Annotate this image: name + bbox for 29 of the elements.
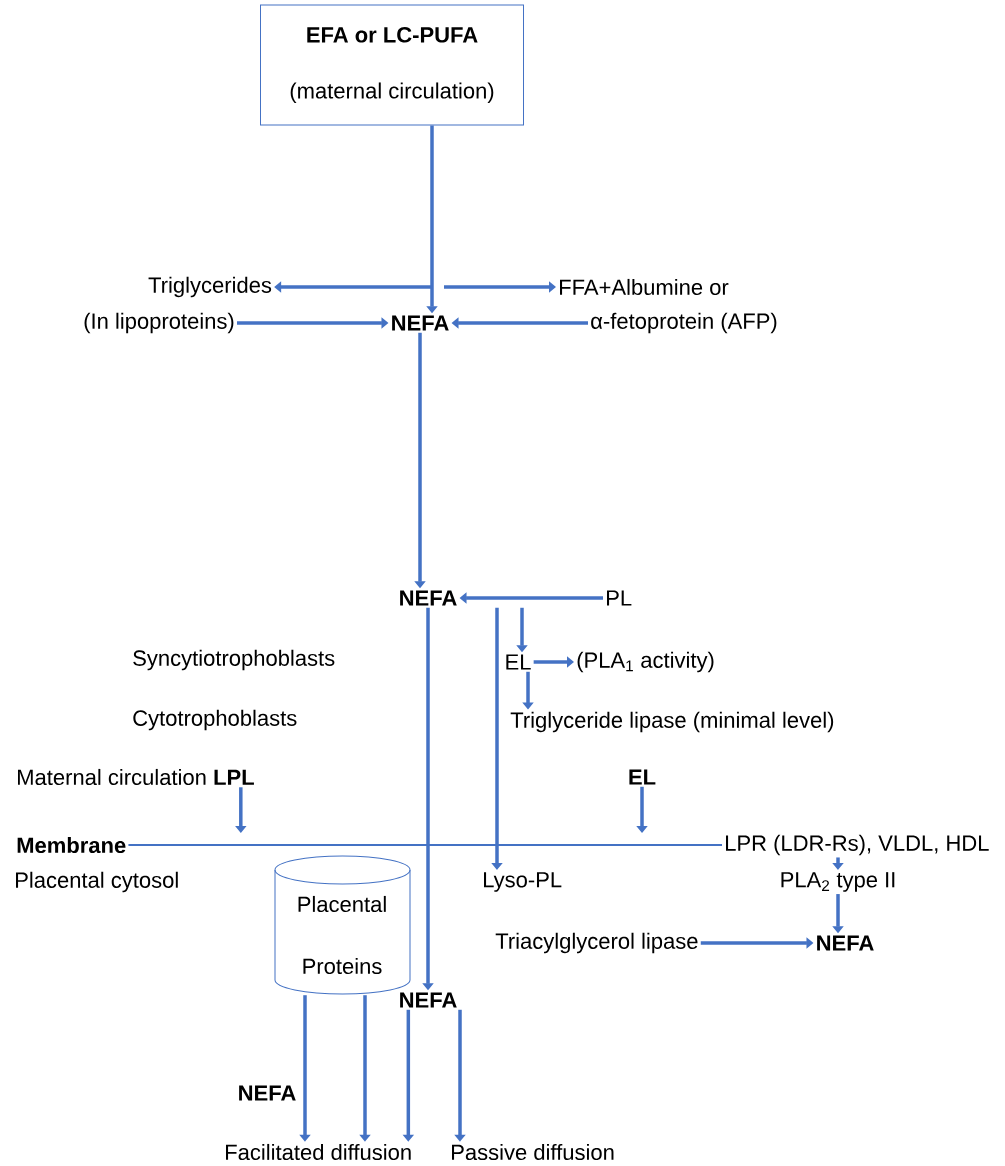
node-label: Proteins <box>303 957 382 975</box>
metabolite-text: NEFA <box>400 992 457 1008</box>
region-label: Syncytiotrophoblasts <box>133 649 335 671</box>
product-text: FFA+Albumine or <box>560 278 729 296</box>
substrate-text: PL <box>607 590 632 606</box>
metabolite-text: NEFA <box>400 590 457 606</box>
source-text: α-fetoprotein (AFP) <box>591 312 777 334</box>
product-text: Triglycerides <box>148 276 272 298</box>
metabolite-text: NEFA <box>817 935 874 951</box>
node-label: Placental <box>298 895 386 913</box>
activity-text: (PLA$_{1}$ activity) <box>577 651 714 673</box>
enzyme-text: EL <box>629 769 656 785</box>
process-text: Passive diffusion <box>452 1143 614 1161</box>
membrane-text: Membrane <box>17 836 126 854</box>
membrane-line <box>127 844 723 846</box>
enzyme-text: PLA$_{2}$ type II <box>781 872 895 892</box>
enzyme-text: Triacylglycerol lipase <box>495 932 698 954</box>
source-text: (In lipoproteins) <box>84 312 234 334</box>
source-box: EFA or LC-PUFA (maternal circulation) <box>260 4 524 126</box>
enzyme-text: Maternal circulation LPL <box>18 768 254 786</box>
product-text: Lyso-PL <box>484 872 562 892</box>
enzyme-text: EL <box>506 654 531 670</box>
process-text: Facilitated diffusion <box>226 1143 411 1161</box>
region-label: Placental cytosol <box>16 871 178 893</box>
receptor-text: LPR (LDR-Rs), VLDL, HDL <box>726 834 989 856</box>
enzyme-text: Triglyceride lipase (minimal level) <box>510 711 834 733</box>
metabolite-label: NEFA <box>239 1085 296 1101</box>
metabolite-text: NEFA <box>392 315 449 331</box>
region-label: Cytotrophoblasts <box>133 709 297 731</box>
